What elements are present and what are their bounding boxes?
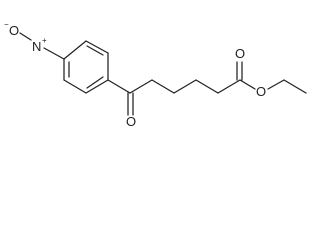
alkyl-chain bbox=[129, 79, 241, 94]
ring-inner-bond bbox=[86, 45, 104, 56]
benzene-ring bbox=[63, 40, 109, 94]
chain-bond bbox=[217, 79, 241, 94]
chain-bond bbox=[151, 79, 175, 94]
ring-bond bbox=[85, 79, 109, 94]
bond-nitro-n-ring bbox=[43, 47, 65, 60]
ring-bond bbox=[63, 79, 87, 94]
structure-diagram: O − N + O O O bbox=[4, 20, 307, 129]
chain-bond bbox=[173, 79, 197, 94]
atom-label-ketone-oxygen: O bbox=[126, 114, 136, 129]
charge-label-nitro-oxygen: − bbox=[4, 20, 9, 29]
molecule-drawing: O − N + O O O bbox=[4, 20, 307, 129]
charge-label-nitro-nitrogen: + bbox=[42, 36, 47, 45]
chain-bond bbox=[129, 79, 153, 94]
atom-label-nitro-nitrogen: N bbox=[32, 39, 41, 54]
bond-ring-carbonyl bbox=[107, 79, 131, 94]
atom-label-ester-carbonyl-oxygen: O bbox=[235, 46, 245, 61]
atom-label-ester-ether-oxygen: O bbox=[256, 84, 266, 99]
ring-inner-bond bbox=[86, 76, 104, 89]
bond-ethyl bbox=[283, 79, 307, 94]
chain-bond bbox=[195, 79, 219, 94]
bond-nitro-o-n bbox=[19, 32, 32, 41]
ring-bond bbox=[63, 40, 87, 60]
bond-ester-c-o bbox=[239, 79, 256, 90]
bond-o-ethyl bbox=[267, 79, 285, 90]
ring-bond bbox=[85, 40, 109, 54]
atom-label-nitro-oxygen: O bbox=[9, 23, 19, 38]
